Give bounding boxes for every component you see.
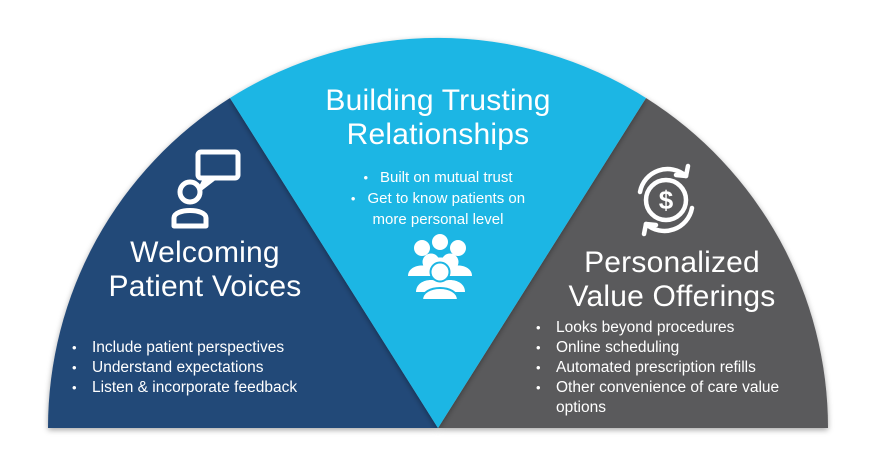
right-bullet-continuation-text: options	[556, 399, 606, 416]
right-title: Personalized Value Offerings	[548, 246, 796, 314]
person-speech-icon	[171, 149, 241, 229]
svg-text:$: $	[659, 185, 674, 215]
right-title-line2: Value Offerings	[568, 280, 776, 313]
center-bullet-continuation: more personal level	[372, 211, 504, 228]
right-bullet: Automated prescription refills	[530, 358, 830, 378]
right-bullet: Online scheduling	[530, 338, 830, 358]
center-bullet: Built on mutual trust	[318, 167, 558, 188]
group-people-icon	[408, 234, 472, 300]
left-title: Welcoming Patient Voices	[90, 236, 320, 304]
center-title-line1: Building Trusting	[325, 84, 551, 117]
center-title-line2: Relationships	[346, 118, 530, 151]
center-bullet-list: Built on mutual trust Get to know patien…	[318, 167, 558, 230]
dollar-cycle-icon: $	[637, 163, 695, 237]
segment-center	[230, 37, 646, 429]
right-title-line1: Personalized	[584, 246, 760, 279]
center-title: Building Trusting Relationships	[298, 84, 578, 152]
right-bullet-continuation: options	[530, 398, 830, 418]
center-bullet: Get to know patients on	[318, 188, 558, 209]
right-bullet-list: Looks beyond procedures Online schedulin…	[530, 318, 830, 418]
left-bullet: Understand expectations	[66, 358, 366, 378]
left-bullet-list: Include patient perspectives Understand …	[66, 338, 366, 398]
left-title-line1: Welcoming	[130, 236, 280, 269]
right-bullet: Other convenience of care value	[530, 378, 830, 398]
left-bullet: Include patient perspectives	[66, 338, 366, 358]
left-title-line2: Patient Voices	[108, 270, 302, 303]
right-bullet: Looks beyond procedures	[530, 318, 830, 338]
left-bullet: Listen & incorporate feedback	[66, 378, 366, 398]
center-bullet: more personal level	[318, 209, 558, 230]
